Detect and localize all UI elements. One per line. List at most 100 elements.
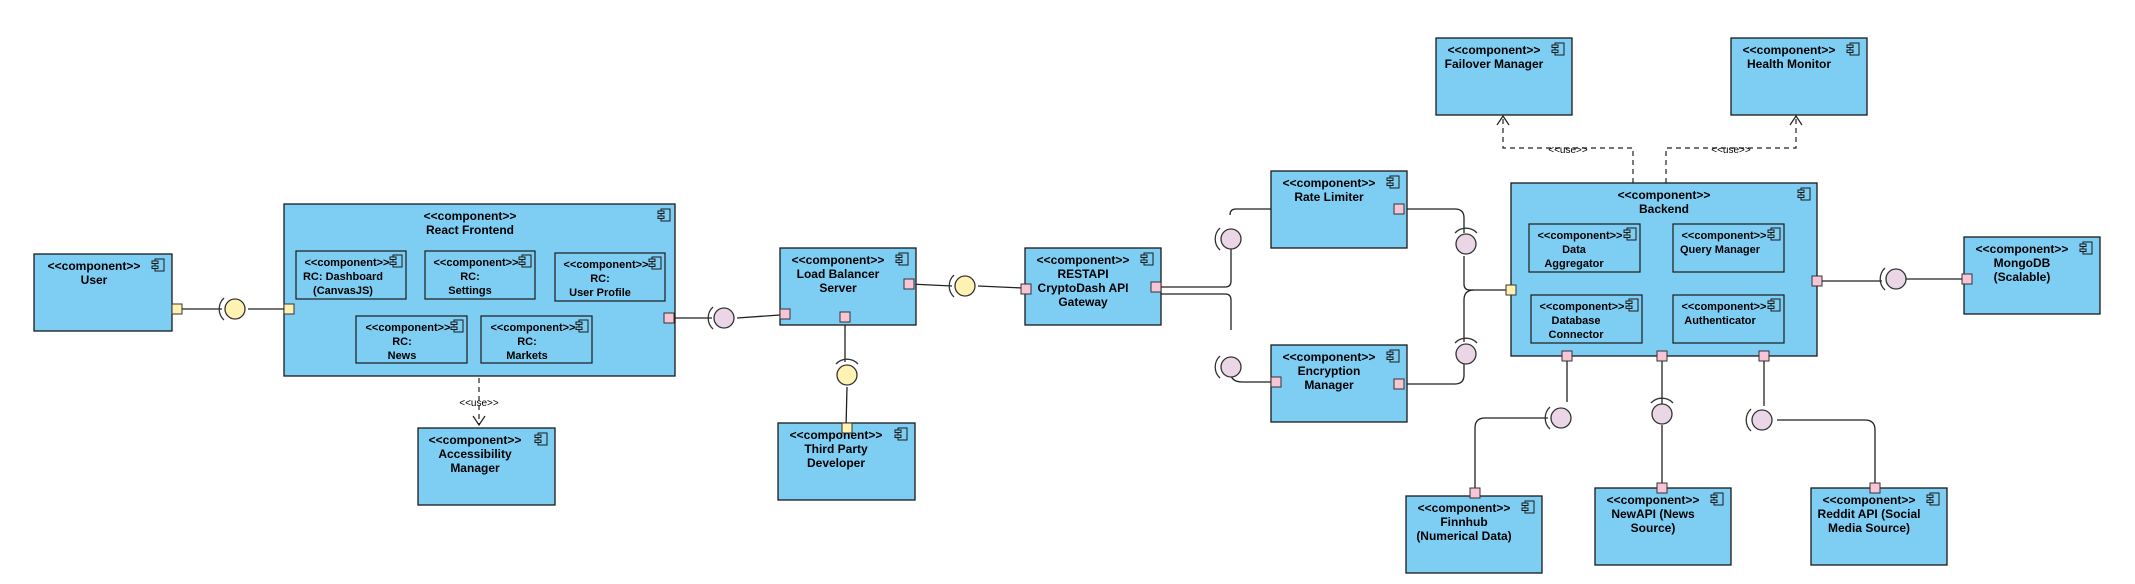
use-label: <<use>>: [1711, 145, 1751, 156]
stereotype-label: <<component>>: [1037, 253, 1130, 267]
component-name: News: [388, 350, 417, 362]
provided-interface-icon: [835, 358, 859, 386]
stereotype-label: <<component>>: [1283, 176, 1376, 190]
use-label: <<use>>: [459, 398, 499, 409]
stereotype-label: <<component>>: [1540, 301, 1625, 313]
component-name: Backend: [1639, 202, 1689, 216]
stereotype-label: <<component>>: [1283, 350, 1376, 364]
component-name: Server: [819, 281, 857, 295]
component-name: Manager: [1304, 378, 1354, 392]
component-name: Failover Manager: [1445, 57, 1544, 71]
component-name: Database: [1552, 315, 1601, 327]
component-name: Aggregator: [1544, 258, 1604, 270]
component-mongodb[interactable]: <<component>> MongoDB (Scalable): [1963, 236, 2101, 315]
component-name: RC:: [517, 336, 537, 348]
component-name: Encryption: [1298, 364, 1361, 378]
component-encryption-manager[interactable]: <<component>> Encryption Manager: [1270, 344, 1408, 423]
component-name: NewAPI (News: [1611, 507, 1695, 521]
component-name: React Frontend: [426, 223, 514, 237]
subcomponent-markets[interactable]: <<component>> RC: Markets: [480, 315, 593, 364]
subcomponent-dashboard[interactable]: <<component>> RC: Dashboard (CanvasJS): [295, 250, 407, 300]
subcomponent-news[interactable]: <<component>> RC: News: [355, 315, 468, 364]
component-name: Source): [1631, 521, 1676, 535]
stereotype-label: <<component>>: [429, 433, 522, 447]
component-rate-limiter[interactable]: <<component>> Rate Limiter: [1270, 170, 1408, 249]
stereotype-label: <<component>>: [491, 322, 576, 334]
stereotype-label: <<component>>: [424, 209, 517, 223]
stereotype-label: <<component>>: [1607, 493, 1700, 507]
subcomponent-database-connector[interactable]: <<component>> Database Connector: [1530, 294, 1643, 344]
component-name: RC:: [590, 273, 610, 285]
stereotype-label: <<component>>: [790, 428, 883, 442]
stereotype-label: <<component>>: [1682, 230, 1767, 242]
use-label: <<use>>: [1548, 145, 1588, 156]
provided-interface-icon: [1650, 397, 1674, 425]
component-name: User: [81, 273, 108, 287]
component-name: Developer: [807, 456, 865, 470]
component-name: Rate Limiter: [1294, 190, 1364, 204]
stereotype-label: <<component>>: [48, 259, 141, 273]
component-third-party-developer[interactable]: <<component>> Third Party Developer: [777, 422, 916, 501]
component-user[interactable]: <<component>> User: [33, 253, 173, 332]
stereotype-label: <<component>>: [1682, 301, 1767, 313]
provided-interface-icon: [1214, 355, 1242, 379]
subcomponent-data-aggregator[interactable]: <<component>> Data Aggregator: [1528, 223, 1641, 273]
stereotype-label: <<component>>: [1976, 242, 2069, 256]
component-name: Reddit API (Social: [1818, 507, 1921, 521]
stereotype-label: <<component>>: [1618, 188, 1711, 202]
provided-interface-icon: [218, 297, 246, 321]
component-name: RESTAPI: [1057, 267, 1108, 281]
subcomponent-authenticator[interactable]: <<component>> Authenticator: [1672, 294, 1785, 344]
provided-interface-icon: [1454, 337, 1478, 365]
provided-interface-icon: [1544, 406, 1572, 430]
subcomponent-user-profile[interactable]: <<component>> RC: User Profile: [554, 252, 666, 302]
provided-interface-icon: [1879, 267, 1907, 291]
stereotype-label: <<component>>: [1418, 501, 1511, 515]
component-name: Connector: [1549, 329, 1605, 341]
component-name: Accessibility: [438, 447, 512, 461]
component-name: Authenticator: [1684, 315, 1756, 327]
component-name: Health Monitor: [1747, 57, 1831, 71]
component-reddit-api[interactable]: <<component>> Reddit API (Social Media S…: [1810, 487, 1948, 566]
provided-interface-icon: [1214, 227, 1242, 251]
component-newapi[interactable]: <<component>> NewAPI (News Source): [1594, 487, 1732, 566]
component-name: Third Party: [804, 442, 868, 456]
component-name: Manager: [450, 461, 500, 475]
component-failover-manager[interactable]: <<component>> Failover Manager: [1435, 37, 1573, 116]
component-name: Load Balancer: [797, 267, 880, 281]
component-name: Gateway: [1058, 295, 1108, 309]
provided-interface-icon: [707, 306, 735, 330]
component-name: Data: [1562, 244, 1587, 256]
ports: [171, 203, 1973, 499]
stereotype-label: <<component>>: [305, 257, 390, 269]
component-finnhub[interactable]: <<component>> Finnhub (Numerical Data): [1405, 495, 1543, 574]
component-name: (Numerical Data): [1416, 529, 1511, 543]
provided-interface-icon: [948, 274, 976, 298]
stereotype-label: <<component>>: [564, 259, 649, 271]
component-name: MongoDB: [1994, 256, 2051, 270]
stereotype-label: <<component>>: [1823, 493, 1916, 507]
subcomponent-settings[interactable]: <<component>> RC: Settings: [424, 250, 536, 300]
component-name: Settings: [448, 285, 491, 297]
stereotype-label: <<component>>: [1448, 43, 1541, 57]
subcomponent-query-manager[interactable]: <<component>> Query Manager: [1672, 223, 1785, 273]
component-name: Finnhub: [1440, 515, 1487, 529]
component-accessibility-manager[interactable]: <<component>> Accessibility Manager: [417, 427, 556, 506]
stereotype-label: <<component>>: [1538, 230, 1623, 242]
component-name: RC: Dashboard: [303, 271, 383, 283]
stereotype-label: <<component>>: [434, 257, 519, 269]
stereotype-label: <<component>>: [366, 322, 451, 334]
component-name: RC:: [392, 336, 412, 348]
component-name: (Scalable): [1994, 270, 2051, 284]
component-name: Media Source): [1828, 521, 1910, 535]
stereotype-label: <<component>>: [1743, 43, 1836, 57]
component-health-monitor[interactable]: <<component>> Health Monitor: [1730, 37, 1868, 116]
component-name: RC:: [460, 271, 480, 283]
component-name: User Profile: [569, 287, 631, 299]
component-name: CryptoDash API: [1038, 281, 1129, 295]
provided-interface-icon: [1454, 227, 1478, 255]
provided-interface-icon: [1745, 408, 1773, 432]
stereotype-label: <<component>>: [792, 253, 885, 267]
component-restapi-gateway[interactable]: <<component>> RESTAPI CryptoDash API Gat…: [1024, 247, 1162, 326]
